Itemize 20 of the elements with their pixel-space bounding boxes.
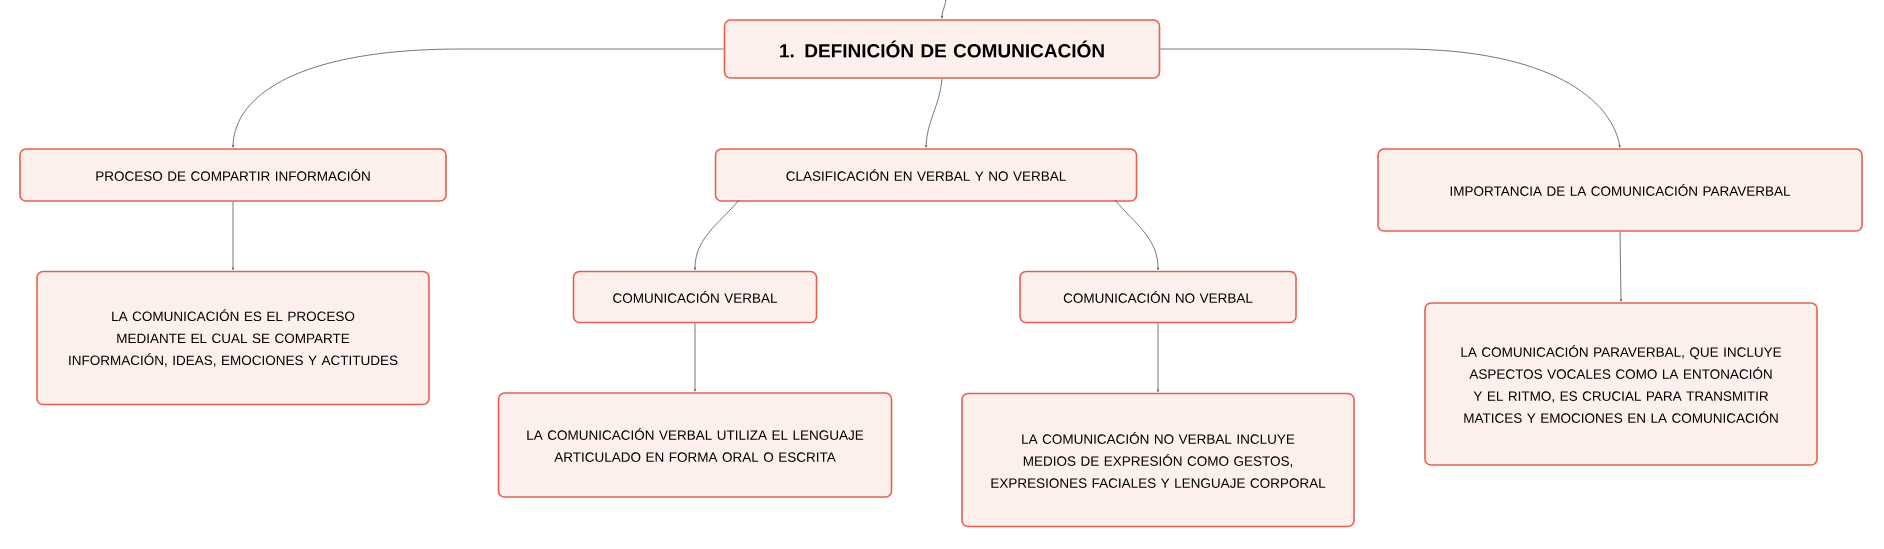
arrow	[925, 78, 943, 148]
topic-box: IMPORTANCIA DE LA COMUNICACIÓN PARAVERBAL	[1377, 148, 1863, 232]
topic-box: LA COMUNICACIÓN VERBAL UTILIZA EL LENGUAJE ARTICULADO EN FORMA ORAL O ESCRITA	[497, 392, 893, 498]
title-box: 1. DEFINICIÓN DE COMUNICACIÓN	[723, 19, 1161, 79]
topic-box: PROCESO DE COMPARTIR INFORMACIÓN	[19, 148, 447, 202]
arrow	[1114, 199, 1160, 271]
arrow	[693, 322, 697, 392]
topic-box: CLASIFICACIÓN EN VERBAL Y NO VERBAL	[714, 148, 1138, 202]
arrow	[232, 48, 725, 148]
arrow	[940, 0, 947, 19]
topic-box: LA COMUNICACIÓN ES EL PROCESO MEDIANTE EL CUAL SE COMPARTE INFORMACIÓN, IDEAS, EMOCIONES Y ACTITUDES	[36, 270, 430, 406]
topic-box: COMUNICACIÓN VERBAL	[572, 270, 818, 324]
arrow	[693, 199, 740, 271]
arrow	[1156, 322, 1160, 393]
arrow	[1159, 48, 1621, 148]
topic-box: LA COMUNICACIÓN PARAVERBAL, QUE INCLUYE ASPECTOS VOCALES COMO LA ENTONACIÓN Y EL RITMO, ES CRUCIAL PARA TRANSMITIR MATICES Y EMOCIONES EN LA COMUNICACIÓN	[1424, 302, 1818, 466]
arrow	[1619, 231, 1623, 302]
topic-box: LA COMUNICACIÓN NO VERBAL INCLUYE MEDIOS DE EXPRESIÓN COMO GESTOS, EXPRESIONES FACIALES Y LENGUAJE CORPORAL	[961, 392, 1355, 528]
arrow	[231, 201, 235, 271]
topic-box: COMUNICACIÓN NO VERBAL	[1019, 270, 1297, 324]
